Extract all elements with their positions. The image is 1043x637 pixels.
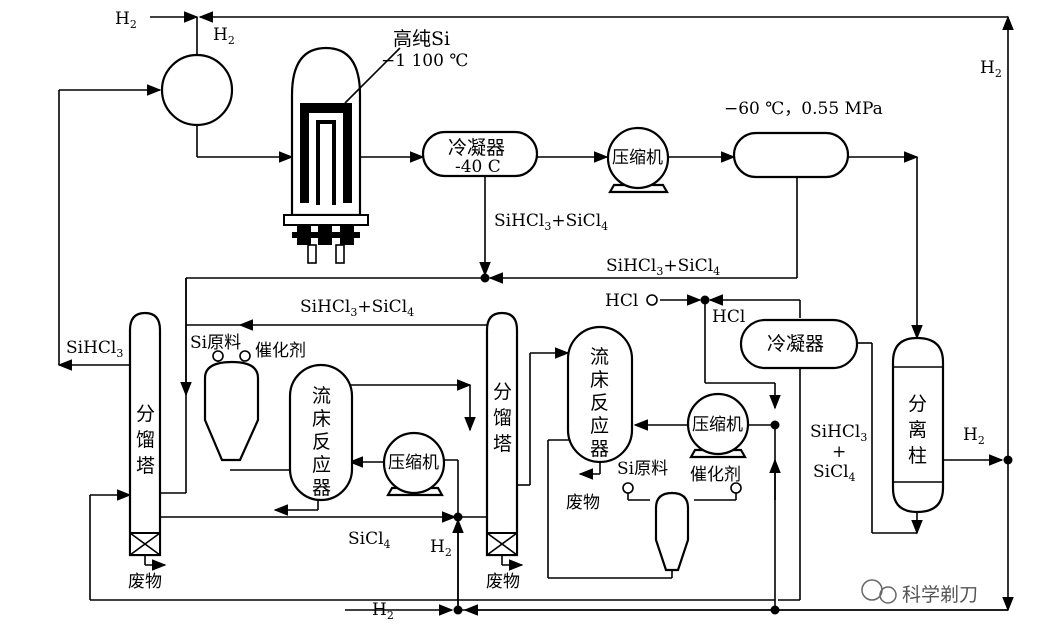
mid-column-label-3: 塔 bbox=[493, 433, 512, 455]
watermark: 科学剃刀 bbox=[861, 579, 978, 606]
catalyst-left-label: 催化剂 bbox=[255, 341, 306, 361]
junction-dots bbox=[212, 273, 1013, 615]
separator-label-1: 分 bbox=[908, 393, 927, 415]
mid-column-label-1: 分 bbox=[493, 381, 512, 403]
fbr-left-label-5: 器 bbox=[312, 477, 331, 499]
h2-top-in-label: H2 bbox=[115, 9, 137, 31]
sihcl3-out-label: SiHCl3 bbox=[66, 338, 123, 360]
mixer-vessel bbox=[160, 53, 234, 127]
si-raw-port-right bbox=[622, 482, 634, 494]
si-raw-left-label: Si原料 bbox=[190, 333, 241, 353]
junction-dot bbox=[453, 605, 463, 615]
h2-top-sep-label: H2 bbox=[213, 25, 235, 47]
h2-mid-label: H2 bbox=[430, 537, 452, 559]
fbr-right-label-4: 应 bbox=[590, 415, 609, 437]
condenser-2 bbox=[739, 318, 859, 370]
junction-dot bbox=[453, 512, 463, 522]
fbr-left-label-4: 应 bbox=[312, 454, 331, 476]
junction-dot bbox=[770, 605, 780, 615]
mid-distillation-column bbox=[485, 311, 524, 571]
fbr-left-label-2: 床 bbox=[312, 408, 331, 430]
left-fluidized-bed-reactor bbox=[288, 363, 354, 502]
si-raw-right-label: Si原料 bbox=[617, 459, 668, 479]
compressor-left-label: 压缩机 bbox=[388, 453, 439, 473]
right-fluidized-bed-reactor bbox=[566, 325, 634, 464]
fbr-right-label-1: 流 bbox=[590, 346, 609, 368]
compressor-right-label: 压缩机 bbox=[692, 415, 743, 435]
fbr-left-label-3: 反 bbox=[312, 431, 331, 453]
left-distillation-column bbox=[128, 311, 167, 571]
junction-dot bbox=[1003, 455, 1013, 465]
cvd-reactor bbox=[283, 46, 401, 264]
h2-bottom-label: H2 bbox=[372, 600, 394, 622]
hcl-inlet-label: HCl bbox=[605, 291, 638, 311]
left-column-label-1: 分 bbox=[136, 403, 155, 425]
hcl-return-label: HCl bbox=[712, 307, 745, 327]
compressor-1 bbox=[606, 126, 670, 194]
stream-3-label: SiHCl3+SiCl4 bbox=[300, 297, 414, 319]
fbr-left-label-1: 流 bbox=[312, 385, 331, 407]
flash-drum bbox=[732, 131, 850, 179]
pipelines bbox=[57, 11, 1014, 616]
condenser-2-name: 冷凝器 bbox=[767, 333, 824, 355]
waste-right-label: 废物 bbox=[566, 493, 600, 513]
compressor-1-label: 压缩机 bbox=[612, 148, 663, 168]
left-column-label-2: 馏 bbox=[136, 429, 155, 451]
compressor-left bbox=[382, 431, 446, 497]
stream-4-plus: + bbox=[832, 442, 846, 462]
junction-dot bbox=[700, 295, 710, 305]
separator-label-2: 离 bbox=[908, 419, 927, 441]
catalyst-port-left bbox=[239, 350, 251, 362]
separator-label-3: 柱 bbox=[908, 445, 927, 467]
watermark-text: 科学剃刀 bbox=[902, 584, 978, 606]
compressor-right bbox=[686, 392, 750, 459]
mid-column-label-2: 馏 bbox=[493, 407, 512, 429]
condenser-1-temp: -40 C bbox=[455, 157, 501, 177]
junction-dot bbox=[770, 420, 780, 430]
separator-column bbox=[891, 336, 945, 514]
condenser-1 bbox=[421, 130, 539, 178]
sicl4-label: SiCl4 bbox=[348, 529, 391, 551]
fbr-right-label-3: 反 bbox=[590, 392, 609, 414]
reactor-product-label: 高纯Si bbox=[393, 28, 450, 50]
left-feed-hopper bbox=[203, 360, 260, 462]
h2-right-label: H2 bbox=[980, 58, 1002, 80]
stream-4-label-a: SiHCl3 bbox=[810, 422, 867, 444]
stream-2-label: SiHCl3+SiCl4 bbox=[606, 256, 720, 278]
stream-4-label-b: SiCl4 bbox=[813, 462, 856, 484]
condenser-1-name: 冷凝器 bbox=[448, 137, 505, 159]
watermark-icon bbox=[861, 579, 883, 601]
waste-mid-label: 废物 bbox=[486, 572, 520, 592]
h2-separator-out-label: H2 bbox=[963, 425, 985, 447]
reactor-temp-label: −1 100 ℃ bbox=[381, 51, 468, 71]
waste-left-label: 废物 bbox=[128, 572, 162, 592]
stream-1-label: SiHCl3+SiCl4 bbox=[494, 211, 608, 233]
fbr-right-label-2: 床 bbox=[590, 369, 609, 391]
flash-condition-label: −60 ℃，0.55 MPa bbox=[724, 99, 883, 119]
hcl-inlet-port bbox=[646, 294, 658, 306]
right-feed-hopper bbox=[627, 491, 737, 572]
fbr-right-label-5: 器 bbox=[590, 438, 609, 460]
junction-dot bbox=[480, 273, 490, 283]
catalyst-right-label: 催化剂 bbox=[690, 465, 741, 485]
left-column-label-3: 塔 bbox=[136, 455, 155, 477]
